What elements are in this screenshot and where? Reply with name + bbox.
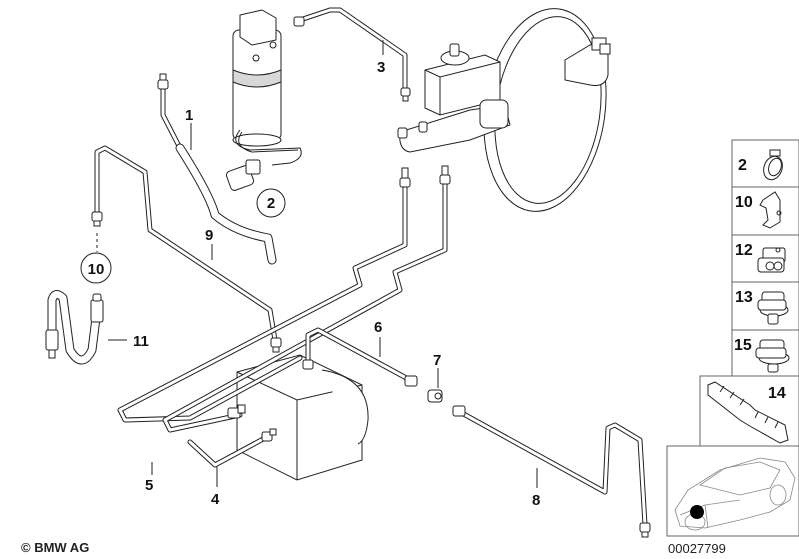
image-number: 00027799 [668, 541, 726, 556]
callout-3: 3 [377, 59, 385, 76]
adapter-7 [427, 389, 443, 403]
brake-pipes-master-to-unit [117, 165, 451, 433]
side-panel-10: 10 [731, 186, 799, 236]
brake-booster [483, 8, 611, 212]
callout-11: 11 [133, 333, 149, 350]
callout-labels: 1 2 3 4 5 6 7 8 9 10 11 [80, 59, 540, 509]
bracket-icon [759, 191, 782, 229]
side-panel-14-label: 14 [768, 385, 786, 402]
locator-panel [666, 445, 799, 537]
pressure-accumulator [225, 9, 302, 191]
side-panel-10-label: 10 [735, 194, 753, 211]
brake-hose-11 [45, 290, 104, 365]
leader-lines [96, 40, 538, 488]
brake-pipe-4 [187, 428, 277, 468]
callout-8: 8 [532, 492, 540, 509]
brake-hose-1 [157, 73, 277, 265]
brake-pipe-8 [452, 405, 651, 538]
pipe-clip-with-base-icon [755, 339, 790, 373]
side-panel-2: 2 [731, 139, 799, 188]
pipe-clip-with-stud-icon [757, 291, 789, 325]
pipe-holder-strip-icon [707, 381, 789, 444]
side-panel-14: 14 [699, 375, 799, 447]
side-panel-12: 12 [731, 234, 799, 283]
callout-circle-2 [256, 188, 286, 218]
hose-clamp-ring-icon [763, 149, 783, 181]
side-panel-12-label: 12 [735, 242, 753, 259]
callout-7: 7 [433, 352, 441, 369]
pipe-clip-icon [757, 247, 786, 273]
location-marker-icon [690, 505, 704, 519]
callout-9: 9 [205, 227, 213, 244]
callout-circle-10 [80, 252, 112, 284]
callout-6: 6 [374, 319, 382, 336]
side-panel-15: 15 [731, 329, 799, 377]
side-panel-13: 13 [731, 281, 799, 331]
callout-2: 2 [267, 195, 275, 212]
side-panel-13-label: 13 [735, 289, 753, 306]
side-panel-2-label: 2 [738, 157, 747, 174]
callout-10: 10 [88, 261, 105, 278]
side-panel-15-label: 15 [734, 337, 752, 354]
hydraulic-unit [236, 354, 369, 481]
brake-pipe-3 [293, 7, 411, 102]
callout-4: 4 [211, 491, 220, 508]
brake-pipe-9 [91, 145, 282, 353]
master-cylinder [397, 43, 511, 153]
callout-5: 5 [145, 477, 153, 494]
brake-pipe-6 [302, 327, 418, 387]
callout-1: 1 [185, 107, 193, 124]
copyright-text: © BMW AG [21, 540, 89, 555]
